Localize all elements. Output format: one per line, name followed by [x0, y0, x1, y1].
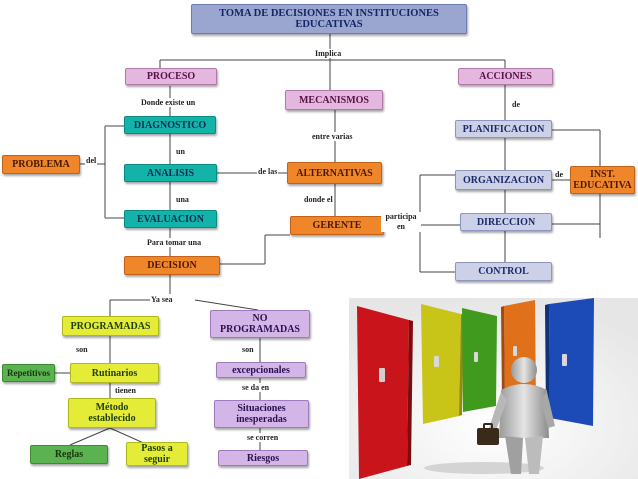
link-participa-en: participa en [381, 212, 421, 232]
node-gerente: GERENTE [290, 216, 384, 235]
red-door [357, 306, 413, 479]
link-para-tomar-una: Para tomar una [146, 238, 203, 247]
node-excepcionales: excepcionales [216, 362, 306, 378]
node-rutinarios: Rutinarios [70, 363, 159, 383]
link-son-no-programadas: son [241, 345, 255, 354]
link-donde-existe-un: Donde existe un [140, 98, 197, 107]
link-se-da-en: se da en [241, 383, 271, 392]
map-title: TOMA DE DECISIONES EN INSTITUCIONES EDUC… [191, 4, 467, 34]
node-riesgos: Riesgos [218, 450, 308, 466]
node-repetitivos: Repetitivos [2, 364, 55, 382]
green-door [462, 308, 497, 412]
node-metodo-establecido: Método establecido [68, 398, 156, 428]
link-entre-varias: entre varias [311, 132, 354, 141]
doors-illustration [349, 298, 638, 479]
link-de-inst: de [554, 170, 564, 179]
link-un: un [175, 147, 186, 156]
link-de-acciones: de [511, 100, 521, 109]
link-implica: Implica [314, 49, 343, 58]
node-evaluacion: EVALUACION [124, 210, 217, 228]
doors-image [349, 298, 638, 479]
node-inst-educativa: INST. EDUCATIVA [570, 166, 635, 194]
node-organizacion: ORGANIZACION [455, 170, 552, 190]
node-acciones: ACCIONES [458, 68, 553, 85]
node-no-programadas: NO PROGRAMADAS [210, 310, 310, 338]
node-mecanismos: MECANISMOS [285, 90, 383, 110]
link-donde-el: donde el [303, 195, 334, 204]
person-figure [477, 357, 555, 474]
node-situaciones-inesperadas: Situaciones inesperadas [214, 400, 309, 428]
node-diagnostico: DIAGNOSTICO [124, 116, 216, 134]
link-del: del [85, 156, 98, 165]
node-alternativas: ALTERNATIVAS [287, 162, 382, 184]
node-analisis: ANALISIS [124, 164, 217, 182]
node-control: CONTROL [455, 262, 552, 281]
node-reglas: Reglas [30, 445, 108, 464]
link-de-las: de las [257, 167, 279, 176]
node-proceso: PROCESO [125, 68, 217, 85]
blue-door [545, 298, 594, 426]
link-son-programadas: son [75, 345, 89, 354]
node-pasos-a-seguir: Pasos a seguir [126, 442, 188, 466]
node-direccion: DIRECCION [460, 213, 552, 231]
yellow-door [421, 304, 464, 424]
node-problema: PROBLEMA [2, 155, 80, 174]
link-tienen: tienen [114, 386, 137, 395]
node-decision: DECISION [124, 256, 220, 275]
node-programadas: PROGRAMADAS [62, 316, 159, 336]
link-una: una [175, 195, 190, 204]
node-planificacion: PLANIFICACION [455, 120, 552, 138]
link-ya-sea: Ya sea [150, 295, 174, 304]
link-se-corren: se corren [246, 433, 280, 442]
